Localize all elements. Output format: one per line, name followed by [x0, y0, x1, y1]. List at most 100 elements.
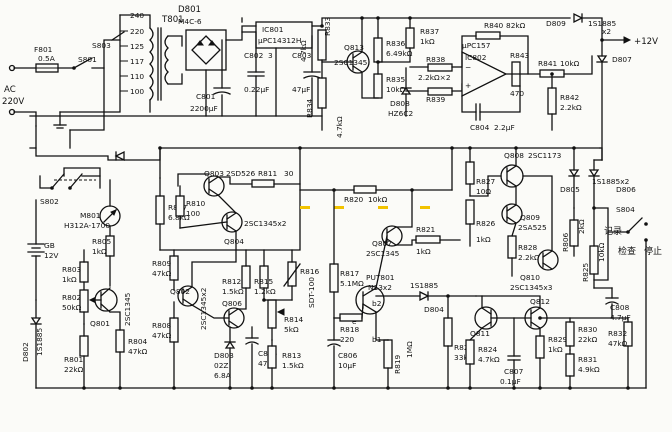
q803-part: 2SD526: [226, 169, 255, 178]
mid-stage: R807 6.8kΩ Q803 2SD526 R811 30 R810 100 …: [152, 147, 320, 389]
d807-ref: D807: [612, 55, 632, 64]
ac-label: AC: [4, 85, 16, 95]
res-r828-value: 2.2kΩ: [518, 253, 540, 262]
res-r828-ref: R828: [518, 243, 538, 252]
rectifier-d801: D801 M4C-6: [178, 5, 257, 117]
fuse-ref: F801: [34, 45, 53, 54]
res-r815-ref: R815: [254, 277, 274, 286]
regulator-ref: IC801: [262, 25, 284, 34]
res-r813-value: 1.5kΩ: [282, 361, 304, 370]
diode-d805: [568, 169, 580, 178]
res-r834-value: 4.7kΩ: [335, 116, 344, 138]
c806-value: 10μF: [338, 361, 356, 370]
q802-part: 2SC1345x2: [199, 288, 208, 330]
resistor-r810: [175, 195, 185, 217]
d802-part: 1S1885: [35, 328, 44, 356]
zener-d803: [224, 340, 236, 349]
switch-s804-stop: 停止: [644, 245, 662, 257]
res-r835-value: 10kΩ: [386, 85, 406, 94]
d803-ref: D803: [214, 351, 234, 360]
opamp-minus: −: [465, 63, 471, 72]
resistor-r828: [507, 235, 517, 259]
res-r827-ref: R827: [476, 177, 496, 186]
d809-qty: x2: [602, 27, 611, 36]
potentiometer-r814: [267, 299, 277, 329]
res-r802-value: 50kΩ: [62, 303, 82, 312]
diode-d806: [588, 169, 600, 178]
put-pin-b2: b2: [372, 299, 381, 308]
scan-artifact: [300, 206, 430, 209]
res-r843-value: 470: [510, 89, 524, 98]
switch-s802-label: S802: [40, 197, 59, 206]
res-r821-ref: R821: [416, 225, 436, 234]
res-r836-value: 6.49kΩ: [386, 49, 413, 58]
switch-s804-check: 检查: [618, 245, 636, 257]
resistor-r834: [317, 77, 327, 109]
cap-value: 47μF: [292, 85, 310, 94]
capacitor-c801: C801 2200μF: [190, 39, 231, 117]
c804-value: 2.2μF: [494, 123, 515, 132]
res-r805-value: 1kΩ: [92, 247, 107, 256]
res-r814-ref: R814: [284, 315, 304, 324]
fuse-value: 0.5A: [38, 54, 55, 63]
res-r807-value: 6.8kΩ: [168, 213, 190, 222]
resistor-r840: [475, 31, 501, 40]
resistor-r839: [427, 87, 453, 96]
res-r842-ref: R842: [560, 93, 579, 102]
res-r832-ref: R832: [608, 329, 627, 338]
res-r826-ref: R826: [476, 219, 496, 228]
rail-arrow: [623, 36, 632, 44]
battery-gb: GB 12V: [27, 199, 58, 301]
res-r813-ref: R813: [282, 351, 302, 360]
q808-ref: Q808: [504, 151, 524, 160]
res-r838-value: 2.2kΩ×2: [418, 73, 451, 82]
res-r840-value: 82kΩ: [506, 21, 526, 30]
res-r812-value: 1.5kΩ: [222, 287, 244, 296]
cap-value: 2200μF: [190, 104, 218, 113]
res-r826-value: 1kΩ: [476, 235, 491, 244]
diode-d802: D802 1S1885: [21, 299, 44, 389]
cap-ref: C801: [196, 92, 216, 101]
res-r809-ref: R809: [152, 259, 172, 268]
resistor-r827: [465, 161, 475, 185]
opamp-plus: +: [465, 81, 471, 90]
d802-ref: D802: [21, 342, 30, 362]
res-r831-ref: R831: [578, 355, 598, 364]
res-r822-ref: R822: [454, 343, 473, 352]
resistor-r821: [415, 235, 441, 244]
res-r804-value: 47kΩ: [128, 347, 148, 356]
resistor-r822: [443, 317, 453, 347]
res-r808-value: 47kΩ: [152, 331, 172, 340]
res-r804-ref: R804: [128, 337, 148, 346]
res-r834-ref: R834: [305, 98, 314, 118]
res-r816-ref: R816: [300, 267, 320, 276]
d803-part: 02Z: [214, 361, 228, 370]
mains-input: AC 220V F801 0.5A S801 S803 240 220 125 …: [2, 11, 144, 131]
res-r801-value: 22kΩ: [64, 365, 84, 374]
res-r812-ref: R812: [222, 277, 241, 286]
put-ref: PUT801: [366, 273, 395, 282]
d806-ref: D806: [616, 185, 636, 194]
resistor-r826: [465, 199, 475, 225]
res-r820-ref: R820: [344, 195, 364, 204]
res-r825-value: 10kΩ: [597, 242, 606, 262]
meter-part: H312A-1700: [64, 221, 110, 230]
res-r819-ref: R819: [393, 354, 402, 374]
q813-part: 2SC1345: [334, 58, 368, 67]
c805-value: 47μF: [258, 359, 276, 368]
cap-value: 0.22μF: [244, 85, 269, 94]
res-r822-value: 33kΩ: [454, 353, 474, 362]
res-r805-ref: R805: [92, 237, 112, 246]
res-r806-value: 2kΩ: [577, 219, 586, 234]
d803-value: 6.8A: [214, 371, 231, 380]
resistor-r831: [565, 353, 575, 377]
resistor-r824: [465, 339, 475, 365]
rectifier-ref: D801: [178, 5, 201, 15]
res-r833-value: 4.7kΩ: [299, 40, 308, 62]
right-stage: R827 10Ω Q808 2SC1173 R826 1kΩ Q809 2SA5…: [451, 147, 662, 389]
resistor-r818: [339, 313, 363, 322]
rectifier-part: M4C-6: [178, 17, 202, 26]
tap-selector: [111, 31, 125, 41]
switch-s802: S802: [39, 167, 101, 206]
q808-part: 2SC1173: [528, 151, 562, 160]
